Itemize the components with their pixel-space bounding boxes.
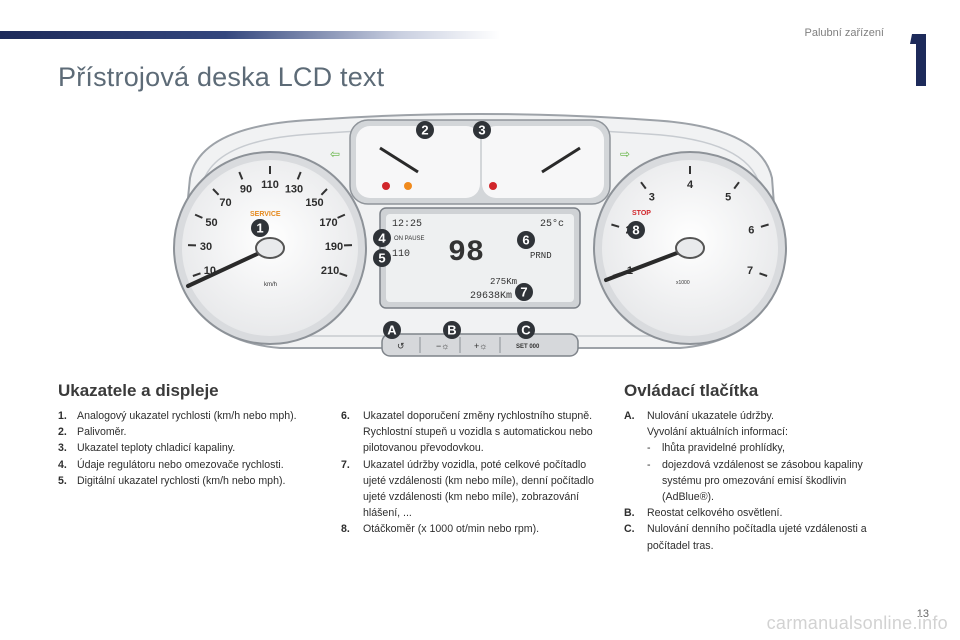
gauge-tick [733, 181, 740, 190]
gauge-tick-label: 50 [205, 217, 217, 229]
svg-text:25°c: 25°c [540, 218, 564, 230]
section-label: Palubní zařízení [804, 27, 885, 39]
svg-text:+☼: +☼ [474, 341, 488, 351]
gauge-tick-label: 150 [305, 197, 323, 209]
callout-badge [517, 321, 535, 339]
callout-badge [473, 121, 491, 139]
callout-badge [443, 321, 461, 339]
callout-badge-label: B [447, 323, 456, 338]
header-bar [0, 31, 500, 39]
svg-text:−☼: −☼ [436, 341, 450, 351]
svg-text:12:25: 12:25 [392, 219, 422, 230]
list-item: 7.Ukazatel údržby vozidla, poté celkové … [341, 458, 594, 520]
callout-badge [627, 221, 645, 239]
gauge-tick [194, 213, 203, 219]
callout-badge [517, 231, 535, 249]
callout-badge-label: 6 [522, 233, 529, 248]
page-title: Přístrojová deska LCD text [58, 62, 385, 92]
gauge-tick-label: 190 [325, 241, 343, 253]
svg-text:98: 98 [448, 236, 484, 270]
list-displays: 1.Analogový ukazatel rychlosti (km/h neb… [58, 408, 312, 489]
callout-badge-label: 4 [378, 231, 386, 246]
gauge-tick-label: 70 [219, 197, 231, 209]
callout-badge [515, 283, 533, 301]
callout-badge [373, 229, 391, 247]
gauge-tick-label: 90 [240, 184, 252, 196]
gauge-tick [640, 181, 647, 190]
service-label: SERVICE [250, 211, 281, 218]
gauge-tick-label: 210 [321, 265, 339, 277]
list-item: 4.Údaje regulátoru nebo omezovače rychlo… [58, 458, 284, 471]
svg-text:ON PAUSE: ON PAUSE [394, 236, 425, 242]
gauge-tick-label: 5 [725, 192, 731, 204]
central-lcd: 12:25 25°c ON PAUSE 110 98 PRND 275Km 29… [379, 207, 581, 309]
svg-text:⇦: ⇦ [330, 147, 340, 161]
svg-text:PRND: PRND [530, 251, 552, 261]
gauge-tick-label: 130 [285, 184, 303, 196]
control-buttons: ↺ −☼ +☼ SET 000 [381, 333, 579, 357]
callout-badge [251, 219, 269, 237]
gauge-tick-label: 170 [319, 217, 337, 229]
svg-text:110: 110 [392, 249, 410, 260]
list-item: 6. Ukazatel doporučení změny rychlostníh… [341, 410, 593, 455]
chapter-number [910, 34, 926, 86]
callout-badge-label: 1 [256, 221, 263, 236]
gauge-tick [296, 171, 302, 180]
svg-text:275Km: 275Km [490, 277, 517, 287]
page-number: 13 [916, 608, 929, 620]
callout-badge-label: A [387, 323, 397, 338]
list-item: A. Nulování ukazatele údržby.Vyvolání ak… [624, 410, 863, 504]
svg-text:29638Km: 29638Km [470, 291, 512, 302]
list-item: 1.Analogový ukazatel rychlosti (km/h neb… [58, 410, 297, 422]
gauge-tick [339, 272, 348, 277]
gauge-tick [337, 213, 346, 219]
gauge-tick-label: 3 [649, 192, 655, 204]
callout-badge-label: C [521, 323, 531, 338]
rpm-scale: x1000 [676, 280, 690, 286]
gauge-tick [320, 188, 328, 196]
list-item: 2.Palivoměr. [58, 426, 127, 439]
callout-badge-label: 3 [478, 123, 485, 138]
speed-unit: km/h [264, 282, 277, 288]
svg-text:⇨: ⇨ [620, 147, 630, 161]
gauge-tick-label: 4 [687, 179, 694, 191]
callout-badge-label: 8 [632, 223, 639, 238]
callout-badge [416, 121, 434, 139]
callout-badge [373, 249, 391, 267]
list-item: 8.Otáčkoměr (x 1000 ot/min nebo rpm). [341, 523, 540, 536]
gauge-tick [212, 188, 220, 196]
list-displays-continued: 6. Ukazatel doporučení změny rychlostníh… [341, 408, 603, 538]
heading-controls: Ovládací tlačítka [624, 381, 759, 400]
gauge-tick [238, 171, 244, 180]
gauge-tick-label: 7 [747, 265, 753, 277]
stop-label: STOP [632, 210, 651, 217]
list-item: B.Reostat celkového osvětlení. [624, 507, 783, 520]
callout-badge-label: 2 [421, 123, 428, 138]
heading-displays: Ukazatele a displeje [58, 381, 219, 400]
gauge-tick [760, 223, 769, 228]
gauge-tick-label: 110 [261, 179, 279, 191]
watermark: carmanualsonline.info [766, 613, 948, 633]
list-item: C.Nulování denního počítadla ujeté vzdál… [624, 523, 867, 552]
fuel-temp-gauges: ⇦ ⇨ [330, 119, 630, 205]
svg-text:SET 000: SET 000 [516, 344, 540, 350]
list-item: 3.Ukazatel teploty chladicí kapaliny. [58, 442, 236, 455]
gauge-tick [759, 272, 768, 277]
gauge-tick-label: 6 [748, 225, 754, 237]
gauge-tick-label: 30 [200, 241, 212, 253]
svg-text:↺: ↺ [397, 341, 405, 351]
gauge-tick [192, 272, 201, 277]
list-item: 5.Digitální ukazatel rychlosti (km/h neb… [58, 474, 286, 487]
callout-badge [383, 321, 401, 339]
callout-badge-label: 5 [378, 251, 385, 266]
list-controls: A. Nulování ukazatele údržby.Vyvolání ak… [624, 408, 894, 554]
callout-badge-label: 7 [520, 285, 527, 300]
gauge-tick [611, 223, 620, 228]
